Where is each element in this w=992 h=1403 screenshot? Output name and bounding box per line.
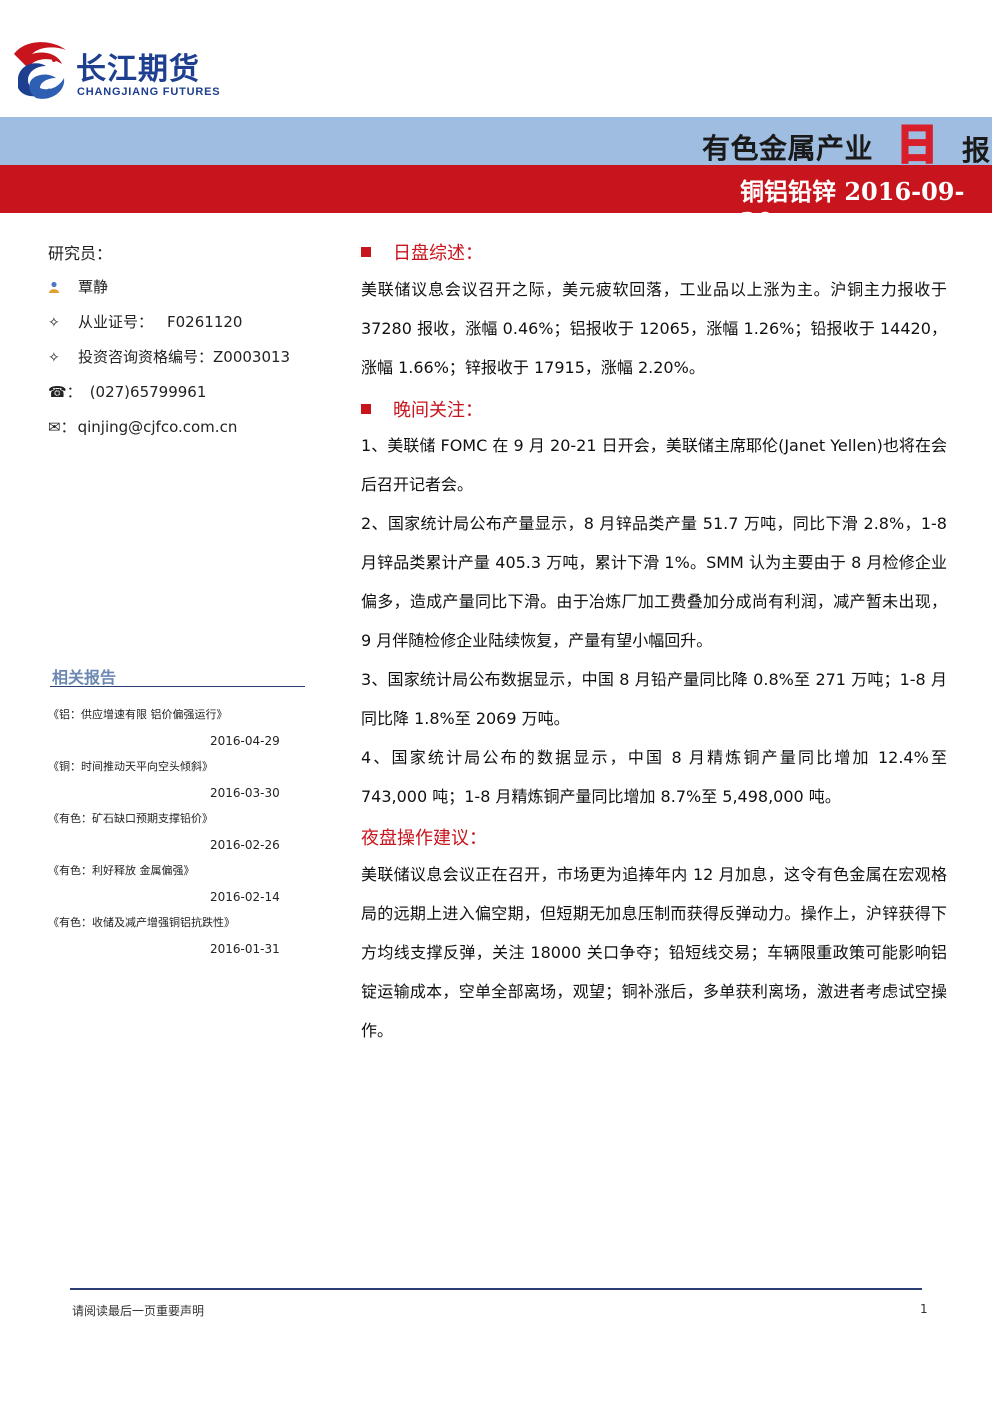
related-reports-title: 相关报告 (52, 668, 117, 687)
company-logo: 长江期货 CHANGJIANG FUTURES (10, 38, 250, 108)
dragon-logo-icon (14, 42, 66, 99)
evening-item: 2、国家统计局公布产量显示，8 月锌品类产量 51.7 万吨，同比下滑 2.8%… (361, 514, 947, 650)
related-report-link[interactable]: 《有色：收储及减产增强铜铝抗跌性》 (48, 916, 235, 929)
related-report-date: 2016-02-26 (210, 838, 280, 852)
related-reports-divider (50, 686, 305, 687)
report-title-bao: 报 (962, 134, 991, 167)
related-report-link[interactable]: 《铜：时间推动天平向空头倾斜》 (48, 760, 213, 773)
square-bullet-icon (361, 247, 371, 257)
phone-row: ☎： (027)65799961 (48, 381, 206, 402)
related-report-link[interactable]: 《有色：利好释放 金属偏强》 (48, 864, 195, 877)
phone-number: (027)65799961 (89, 383, 207, 401)
report-subtitle: 铜铝铅锌 2016-09-20 (740, 177, 965, 236)
license-row: ✧ 从业证号： F0261120 (48, 311, 242, 332)
person-icon (48, 280, 78, 296)
evening-item: 3、国家统计局公布数据显示，中国 8 月铅产量同比降 0.8%至 271 万吨；… (361, 670, 947, 728)
researcher-name: 覃静 (78, 278, 109, 296)
square-bullet-icon (361, 404, 371, 414)
report-title-ri: 日 (895, 119, 940, 171)
consult-label: 投资咨询资格编号： (78, 348, 214, 366)
diamond-bullet-icon: ✧ (48, 315, 60, 331)
night-advice-text: 美联储议息会议正在召开，市场更为追捧年内 12 月加息，这令有色金属在宏观格局的… (361, 865, 947, 1040)
email-icon: ✉： (48, 418, 76, 436)
footer-disclaimer: 请阅读最后一页重要声明 (72, 1304, 205, 1318)
report-title: 有色金属产业 (702, 132, 874, 165)
related-report-date: 2016-03-30 (210, 786, 280, 800)
related-report-date: 2016-04-29 (210, 734, 280, 748)
license-number: F0261120 (167, 313, 243, 331)
license-label: 从业证号： (78, 313, 154, 331)
consult-row: ✧ 投资咨询资格编号：Z0003013 (48, 346, 290, 367)
header-band-red (0, 165, 992, 213)
diamond-bullet-icon: ✧ (48, 350, 60, 366)
researcher-name-row: 覃静 (48, 276, 108, 297)
related-report-date: 2016-01-31 (210, 942, 280, 956)
footer-divider (70, 1288, 922, 1290)
related-report-date: 2016-02-14 (210, 890, 280, 904)
evening-item: 4、国家统计局公布的数据显示，中国 8 月精炼铜产量同比增加 12.4%至 74… (361, 748, 947, 806)
email-row: ✉：qinjing@cjfco.com.cn (48, 416, 237, 437)
page-number: 1 (920, 1302, 928, 1316)
logo-english-name: CHANGJIANG FUTURES (77, 86, 221, 98)
night-advice-heading: 夜盘操作建议： (361, 828, 487, 849)
researcher-label: 研究员： (48, 244, 113, 263)
logo-chinese-name: 长江期货 (76, 52, 200, 87)
header-band-blue (0, 117, 992, 165)
related-report-link[interactable]: 《有色：矿石缺口预期支撑铅价》 (48, 812, 213, 825)
evening-focus-heading: 晚间关注： (361, 396, 483, 422)
related-report-link[interactable]: 《铝：供应增速有限 铝价偏强运行》 (48, 708, 228, 721)
evening-item: 1、美联储 FOMC 在 9 月 20-21 日开会，美联储主席耶伦(Janet… (361, 436, 947, 494)
day-session-text: 美联储议息会议召开之际，美元疲软回落，工业品以上涨为主。沪铜主力报收于 3728… (361, 280, 947, 377)
day-session-heading: 日盘综述： (361, 239, 483, 265)
consult-number: Z0003013 (213, 348, 291, 366)
email-address[interactable]: qinjing@cjfco.com.cn (77, 418, 238, 436)
phone-icon: ☎： (48, 383, 82, 401)
